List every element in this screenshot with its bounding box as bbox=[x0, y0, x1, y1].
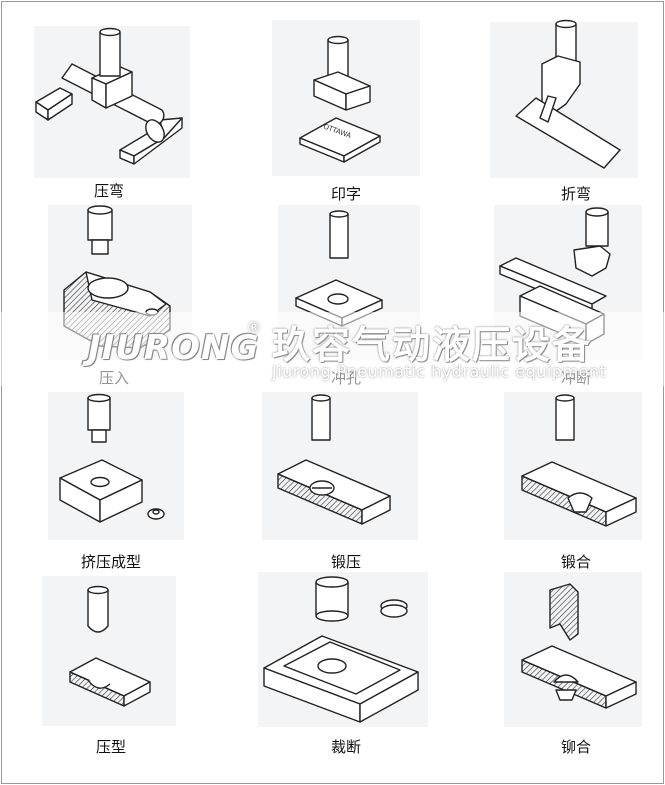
panel-forge bbox=[262, 392, 418, 540]
label-forge-join: 锻合 bbox=[560, 553, 591, 571]
label-press-form: 压型 bbox=[95, 738, 126, 756]
panel-press-form bbox=[42, 576, 176, 726]
punch-illustration bbox=[295, 210, 383, 327]
forge-join-illustration bbox=[521, 394, 637, 527]
forge-illustration bbox=[277, 394, 391, 525]
label-stamp: 印字 bbox=[330, 185, 361, 203]
label-fold: 折弯 bbox=[560, 185, 591, 203]
label-rivet: 铆合 bbox=[560, 738, 591, 756]
label-press-bend: 压弯 bbox=[93, 182, 124, 200]
label-forge: 锻压 bbox=[330, 553, 361, 571]
watermark-logo: JIURONG bbox=[88, 328, 260, 368]
registered-mark: ® bbox=[246, 318, 262, 337]
shear-illustration bbox=[263, 576, 419, 723]
watermark-company-cn: 玖容气动液压设备 bbox=[272, 323, 593, 367]
rivet-illustration bbox=[521, 583, 637, 709]
label-extrude: 挤压成型 bbox=[80, 553, 141, 571]
label-shear: 裁断 bbox=[330, 738, 361, 756]
fold-illustration bbox=[515, 19, 621, 169]
stamp-illustration: OTTAWA bbox=[299, 35, 381, 163]
watermark-company-en: Jiurong Pneumatic hydraulic equipment bbox=[272, 362, 607, 381]
press-bend-illustration bbox=[35, 27, 183, 165]
watermark-band bbox=[0, 312, 665, 386]
extrude-illustration bbox=[59, 393, 165, 523]
press-form-illustration bbox=[69, 585, 151, 707]
